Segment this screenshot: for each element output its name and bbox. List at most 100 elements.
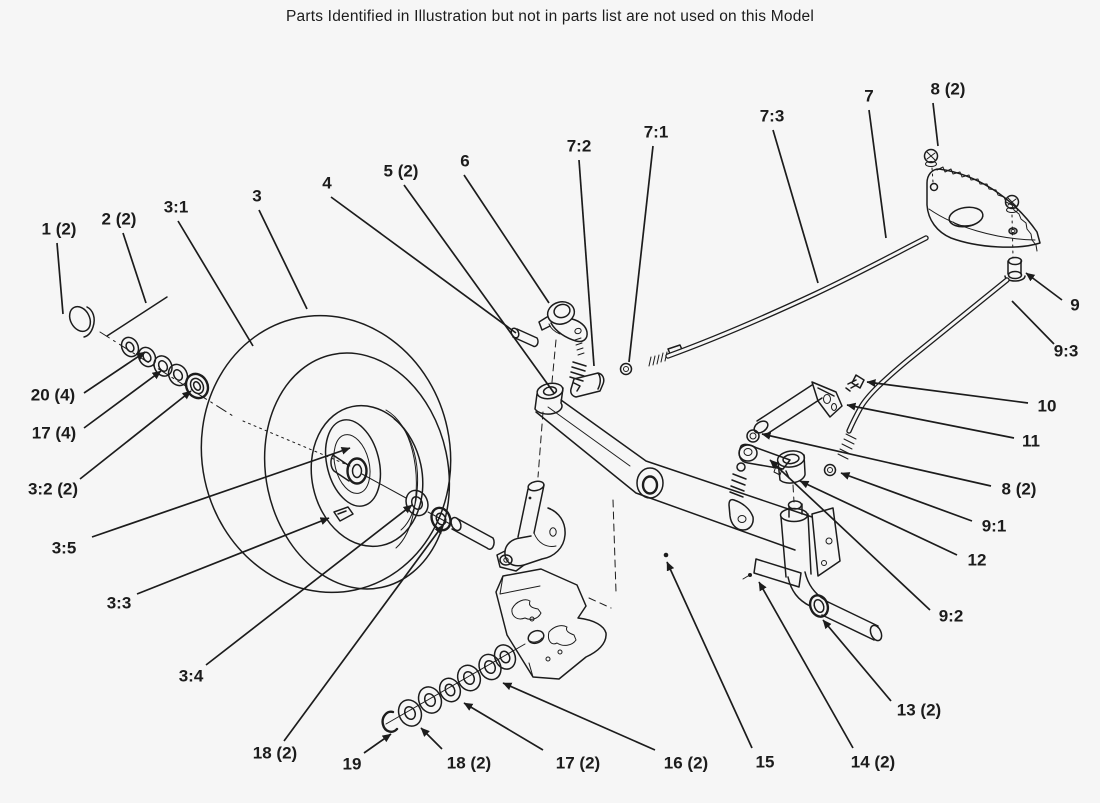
callout-leader <box>463 702 544 751</box>
callout-leader <box>758 581 854 749</box>
callout-label: 3 <box>252 186 261 205</box>
callout-label: 19 <box>343 754 362 773</box>
callout-label: 17 (4) <box>32 423 76 442</box>
callout-label: 8 (2) <box>1002 479 1037 498</box>
callout-leader <box>1011 300 1055 345</box>
callout-label: 13 (2) <box>897 700 941 719</box>
axle-bushing <box>808 594 830 618</box>
wheel-assembly <box>200 314 452 594</box>
spindle-tube <box>780 513 812 578</box>
pivot-boss <box>527 629 545 645</box>
callout-leader <box>769 459 931 611</box>
callout-label: 9:3 <box>1054 341 1079 360</box>
axle-stub <box>821 600 879 641</box>
callout-leader <box>799 480 958 556</box>
adjuster-sleeve <box>570 372 605 398</box>
valve-stem <box>333 506 354 522</box>
pivot-pin <box>756 384 823 435</box>
drag-link <box>665 235 929 359</box>
callout-label: 7:3 <box>760 106 785 125</box>
callout-leader <box>177 220 254 347</box>
callout-leader <box>122 232 147 304</box>
callout-leader <box>1025 272 1063 301</box>
gear-bolt <box>1004 194 1020 210</box>
axle-pin <box>451 518 495 550</box>
thread-section <box>837 433 857 460</box>
callout-label: 4 <box>322 173 332 192</box>
spindle-fork <box>504 507 566 567</box>
clevis-bolt <box>845 374 865 392</box>
gear-teeth <box>936 166 1038 252</box>
callout-label: 9:2 <box>939 606 964 625</box>
callout-label: 2 (2) <box>102 209 137 228</box>
e-ring <box>381 710 399 733</box>
left-steering-arm <box>510 301 684 398</box>
compression-spring <box>569 361 587 392</box>
callout-leader <box>403 184 555 394</box>
callout-leader <box>463 174 550 304</box>
callout-leader <box>83 370 162 429</box>
callout-leader <box>846 402 1015 439</box>
callout-label: 16 (2) <box>664 753 708 772</box>
callout-leader <box>866 379 1029 404</box>
hub-bore <box>346 457 368 485</box>
callout-leader <box>840 472 973 522</box>
frame-bracket <box>381 499 617 733</box>
callout-label: 6 <box>460 151 469 170</box>
callout-leader <box>420 727 443 750</box>
callout-label: 20 (4) <box>31 385 75 404</box>
callout-leader <box>283 524 444 742</box>
callout-label: 3:5 <box>52 538 77 557</box>
callout-leader <box>56 242 64 315</box>
bracket-slot <box>511 599 542 620</box>
tie-rod <box>823 277 1010 477</box>
callout-leader <box>83 351 146 394</box>
wheel-side-washers <box>361 473 495 550</box>
hub-cap-and-washers <box>68 296 210 400</box>
callout-label: 10 <box>1038 396 1057 415</box>
callout-label: 7 <box>864 86 873 105</box>
cap-depth-line <box>83 306 95 338</box>
callout-label: 18 (2) <box>447 753 491 772</box>
callout-leader <box>502 682 656 751</box>
callout-leader <box>363 733 392 754</box>
callout-leader <box>205 504 413 666</box>
axle-rod <box>106 296 168 337</box>
gear-bolt <box>923 148 939 164</box>
jam-nut <box>619 362 633 376</box>
clevis-bracket <box>811 381 843 418</box>
callout-label: 3:4 <box>179 666 204 685</box>
callout-leader <box>258 209 308 310</box>
callout-leader <box>330 196 517 334</box>
callout-label: 3:2 (2) <box>28 479 78 498</box>
steering-arm <box>738 443 791 470</box>
callout-label: 9:1 <box>982 516 1007 535</box>
hex-nut <box>746 429 760 443</box>
callout-leader <box>772 129 819 284</box>
callout-label: 8 (2) <box>931 79 966 98</box>
gear-bushing <box>1004 256 1026 282</box>
retaining-pin <box>663 552 669 558</box>
callout-label: 18 (2) <box>253 743 297 762</box>
diagram-title: Parts Identified in Illustration but not… <box>286 8 814 25</box>
pivot-pin-assembly <box>746 374 865 443</box>
callout-leader <box>666 561 753 749</box>
sector-gear <box>923 148 1041 282</box>
callout-label: 7:2 <box>567 136 592 155</box>
right-spindle <box>728 443 883 642</box>
pivot-bushing <box>636 467 664 499</box>
spindle-boss <box>534 387 564 415</box>
callout-label: 9 <box>1070 295 1079 314</box>
thread-section <box>648 351 668 367</box>
bracket-foot <box>753 558 802 588</box>
callout-label: 1 (2) <box>42 219 77 238</box>
callout-label: 12 <box>968 550 987 569</box>
callout-label: 15 <box>756 752 775 771</box>
compression-spring <box>729 473 747 498</box>
callout-leader <box>868 109 887 239</box>
callout-leader <box>932 102 939 147</box>
callout-label: 3:1 <box>164 197 189 216</box>
callout-label: 14 (2) <box>851 752 895 771</box>
